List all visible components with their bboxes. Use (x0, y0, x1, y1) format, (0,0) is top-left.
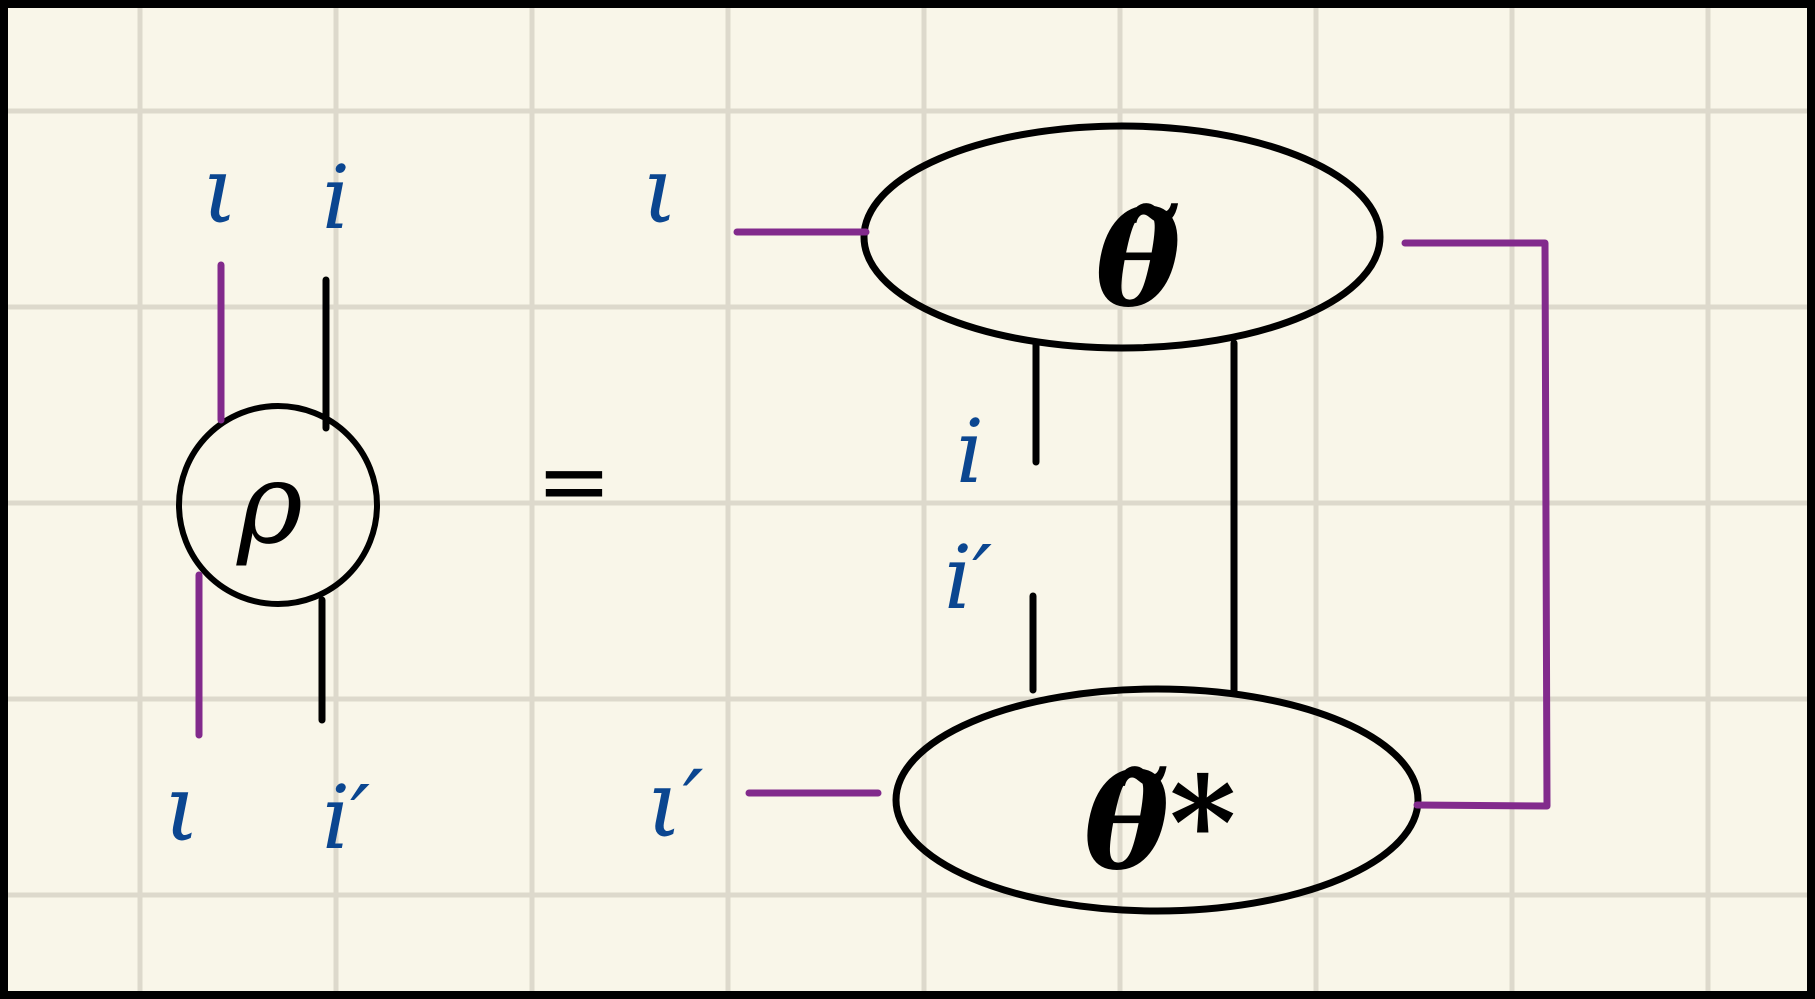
rho-bottom-left-label: ι (164, 755, 200, 862)
theta-tilde-input-label: ι (642, 137, 678, 244)
trace-loop-wire (1401, 239, 1551, 810)
middle-label-i: i (956, 400, 984, 503)
middle-label-i-prime: i′ (944, 526, 992, 629)
theta-network: θ̃ θ̃* ι ι′ i i′ (642, 122, 1551, 915)
rho-bottom-right-label: i′ (322, 766, 370, 869)
theta-tilde-symbol: θ̃ (1095, 186, 1180, 336)
theta-tilde-node (860, 122, 1384, 352)
theta-star-symbol: θ̃* (1084, 749, 1236, 899)
rho-symbol: ρ (236, 439, 303, 569)
theta-star-input-label: ι′ (647, 751, 704, 858)
theta-star-node (892, 685, 1422, 915)
rho-tensor: ρ ι i ι i′ (164, 137, 380, 869)
equals-sign: = (536, 429, 611, 534)
rho-top-left-label: ι (202, 137, 238, 244)
rho-top-right-label: i (322, 146, 350, 249)
rho-node-circle (176, 403, 380, 607)
